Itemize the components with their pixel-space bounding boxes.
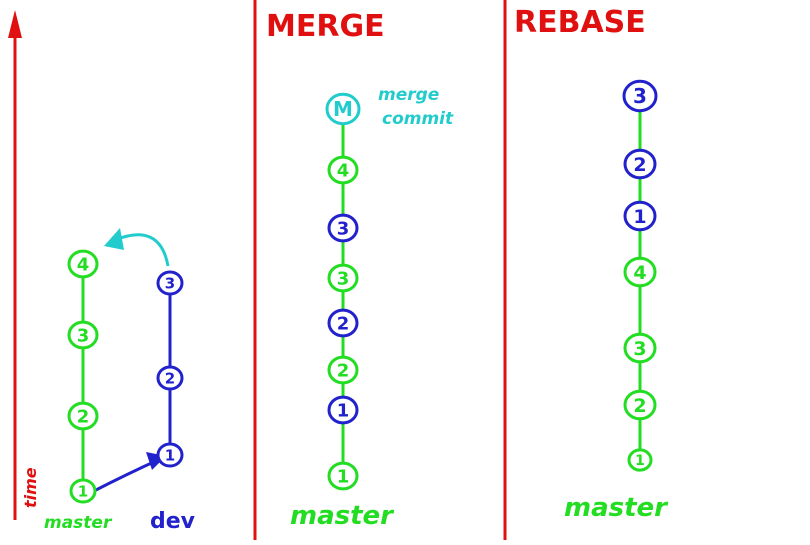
commit-master: 3 — [327, 263, 359, 293]
commit-label: 1 — [633, 206, 646, 228]
commit-label: 2 — [633, 154, 646, 176]
master-commit: 3 — [67, 320, 99, 350]
commit-circle — [327, 263, 359, 293]
commit-label: 2 — [337, 360, 350, 381]
master-commit: 1 — [69, 478, 97, 504]
commit-label: 1 — [337, 400, 350, 421]
commit-merge: M — [325, 92, 361, 126]
commit-label: 3 — [633, 338, 646, 360]
commit-circle — [327, 308, 359, 338]
commit-circle — [623, 332, 657, 364]
commit-circle — [67, 320, 99, 350]
commit-dev: 1 — [327, 395, 359, 425]
dev-commit: 3 — [156, 270, 184, 296]
commit-label: M — [333, 97, 353, 121]
merge-history-commits: 1 1 2 2 3 3 4 M — [325, 92, 361, 491]
commit-circle — [327, 213, 359, 243]
commit-circle — [325, 92, 361, 126]
commit-label: 2 — [165, 369, 175, 387]
commit-label: 3 — [165, 274, 175, 292]
rebase-master-label: master — [564, 493, 669, 523]
commit-label: 1 — [337, 466, 350, 487]
commit-circle — [623, 148, 657, 180]
commit-label: 4 — [337, 160, 350, 181]
dev-branch-commits: 1 2 3 — [156, 270, 184, 468]
commit-label: 4 — [633, 262, 646, 284]
merge-commit-annotation-line2: commit — [382, 109, 454, 129]
commit-circle — [67, 249, 99, 279]
commit-circle — [156, 365, 184, 391]
commit-circle — [327, 155, 359, 185]
master-commit: 4 — [67, 249, 99, 279]
commit-label: 1 — [165, 446, 175, 464]
commit-circle — [156, 270, 184, 296]
commit-circle — [69, 478, 97, 504]
commit-master: 4 — [327, 155, 359, 185]
commit-circle — [67, 401, 99, 431]
commit-circle — [623, 256, 657, 288]
commit-master: 1 — [627, 448, 653, 472]
commit-circle — [623, 389, 657, 421]
commit-dev: 2 — [623, 148, 657, 180]
commit-label: 3 — [337, 268, 350, 289]
commit-label: 4 — [77, 254, 90, 275]
time-axis: time — [8, 10, 40, 520]
commit-label: 1 — [78, 482, 88, 500]
commit-master: 4 — [623, 256, 657, 288]
left-panel: 1 2 3 4 1 2 3 master dev — [44, 228, 196, 534]
commit-circle — [156, 442, 184, 468]
merge-back-arrow — [114, 233, 170, 267]
commit-dev: 3 — [622, 79, 658, 113]
commit-master: 1 — [327, 461, 359, 491]
commit-dev: 2 — [327, 308, 359, 338]
commit-label: 1 — [635, 453, 645, 469]
commit-dev: 3 — [327, 213, 359, 243]
commit-circle — [327, 461, 359, 491]
merge-master-label: master — [290, 501, 395, 531]
commit-label: 3 — [633, 84, 647, 108]
rebase-panel: 1 2 3 4 1 2 3 master — [564, 79, 669, 523]
commit-label: 3 — [77, 325, 90, 346]
commit-circle — [327, 355, 359, 385]
commit-circle — [627, 448, 653, 472]
commit-label: 2 — [337, 313, 350, 334]
dev-commit: 1 — [156, 442, 184, 468]
rebase-history-commits: 1 2 3 4 1 2 3 — [622, 79, 658, 472]
commit-master: 3 — [623, 332, 657, 364]
merge-title: MERGE — [266, 9, 385, 44]
commit-master: 2 — [327, 355, 359, 385]
merge-commit-annotation-line1: merge — [378, 85, 439, 105]
commit-dev: 1 — [623, 200, 657, 232]
commit-master: 2 — [623, 389, 657, 421]
time-axis-label: time — [21, 467, 40, 508]
master-branch-commits: 1 2 3 4 — [67, 249, 99, 504]
dev-commit: 2 — [156, 365, 184, 391]
left-master-label: master — [44, 513, 113, 533]
commit-label: 2 — [633, 395, 646, 417]
commit-circle — [623, 200, 657, 232]
commit-label: 2 — [77, 406, 90, 427]
rebase-title: REBASE — [514, 5, 646, 40]
fork-arrow — [91, 458, 159, 494]
left-dev-label: dev — [150, 509, 196, 534]
master-commit: 2 — [67, 401, 99, 431]
commit-circle — [622, 79, 658, 113]
merge-back-arrowhead — [104, 228, 124, 250]
merge-panel: 1 1 2 2 3 3 4 M merge commit master — [290, 85, 454, 531]
commit-circle — [327, 395, 359, 425]
commit-label: 3 — [337, 218, 350, 239]
time-axis-arrowhead — [8, 10, 22, 38]
